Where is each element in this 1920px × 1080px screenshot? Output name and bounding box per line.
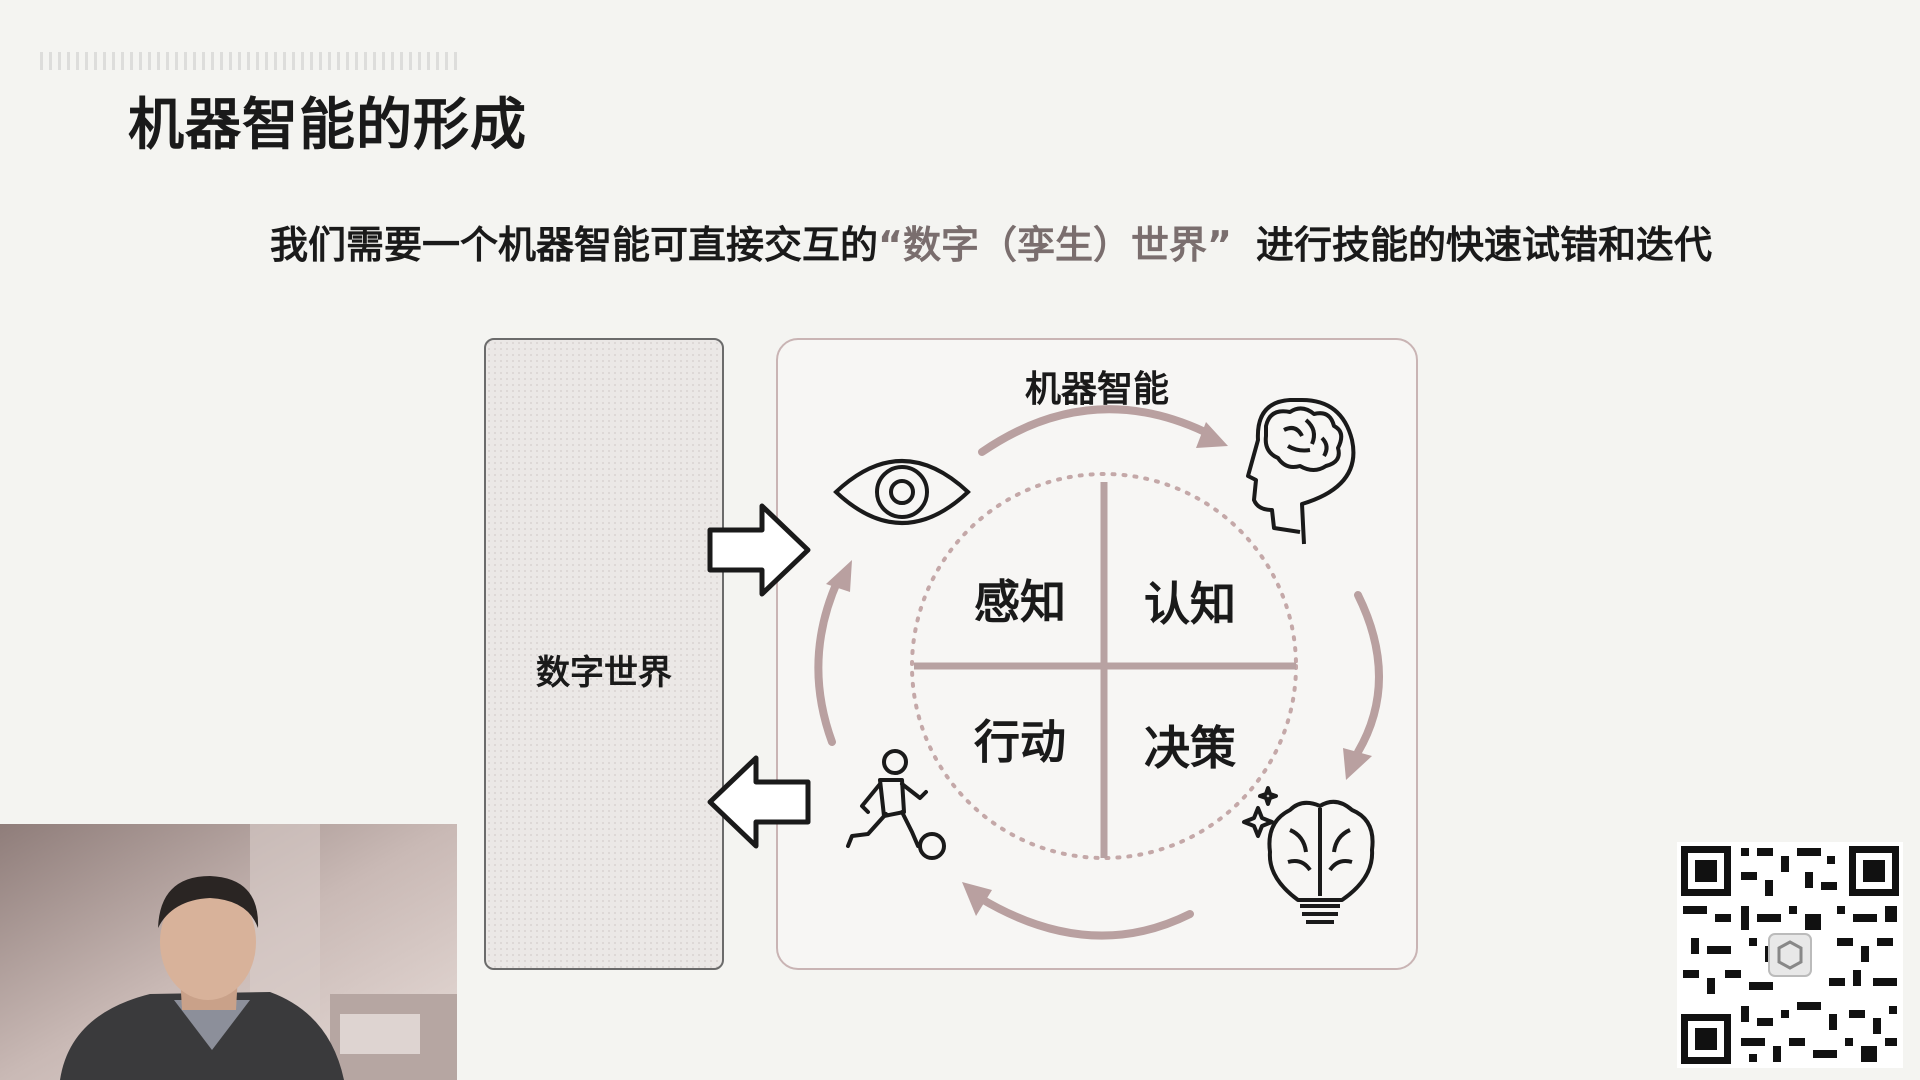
presenter-image [0,824,457,1080]
subtitle-post: 进行技能的快速试错和迭代 [1255,223,1712,267]
subtitle-pre: 我们需要一个机器智能可直接交互的 [270,223,879,267]
qr-code [1677,842,1903,1068]
idea-brain-bulb-icon [1242,786,1375,924]
machine-intelligence-title: 机器智能 [1024,369,1169,410]
cycle-arrow-left [814,576,842,746]
qr-center-logo [1768,933,1812,977]
cycle-arrow-top [978,405,1209,456]
digital-world-box: 数字世界 [484,338,724,970]
quadrant-cognition: 认知 [1144,577,1236,631]
arrow-left-icon [707,755,811,849]
arrowhead-right [1343,748,1372,780]
subtitle: 我们需要一个机器智能可直接交互的“数字（孪生）世界” 进行技能的快速试错和迭代 [270,214,1712,269]
arrow-right-icon [707,503,811,597]
brain-head-icon [1246,398,1356,545]
qr-code-image [1677,842,1903,1068]
soccer-player-icon [846,749,946,860]
arrowhead-bottom [962,882,992,916]
cycle-arrow-bottom [976,894,1194,940]
quadrant-decision: 决策 [1144,721,1236,775]
arrowhead-top [1196,422,1228,448]
cycle-arrows [814,405,1383,940]
eye-icon [833,459,971,525]
presenter-video [0,824,457,1080]
arrowhead-left [826,560,852,592]
page-title: 机器智能的形成 [128,93,527,158]
subtitle-highlight: “数字（孪生）世界” [878,223,1232,267]
quadrant-perception: 感知 [974,575,1066,629]
cycle-arrow-right [1354,591,1383,756]
top-text-strip [40,52,460,70]
digital-world-label: 数字世界 [536,653,672,693]
quadrant-action: 行动 [974,715,1066,769]
